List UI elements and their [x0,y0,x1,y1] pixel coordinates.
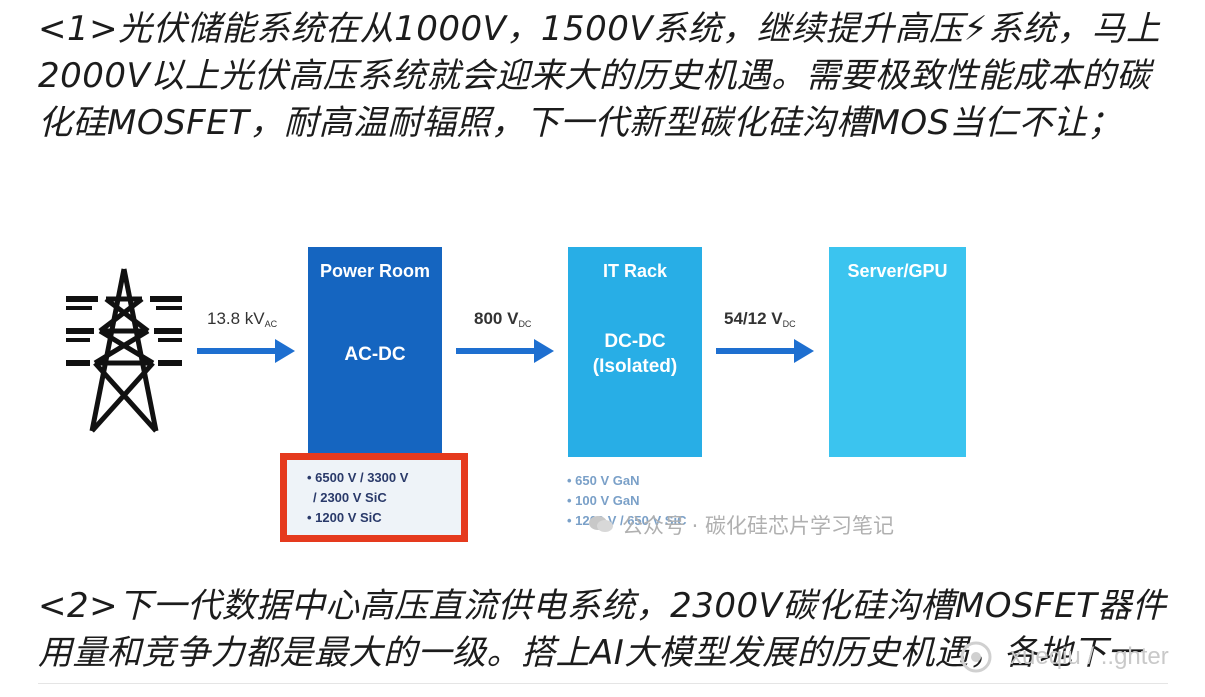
it-rack-box: IT Rack DC-DC (Isolated) [568,247,702,457]
arrow-right-icon [197,339,295,363]
paragraph-1: <1>光伏储能系统在从1000V，1500V系统，继续提升高压⚡系统，马上 20… [38,6,1178,147]
arrow-right-icon [716,339,814,363]
paragraph-1-line: 2000V以上光伏高压系统就会迎来大的历史机遇。需要极致性能成本的碳 [38,56,1151,96]
site-watermark: xueqiu / ..ghter [1010,643,1169,670]
sic-highlight-box: • 6500 V / 3300 V / 2300 V SiC • 1200 V … [280,453,468,542]
low-voltage-label: 54/12 VDC [724,309,796,329]
power-room-body: AC-DC [344,344,406,365]
power-room-title: Power Room [319,261,430,281]
dc-bus-voltage-label: 800 VDC [474,309,532,329]
paragraph-2: <2>下一代数据中心高压直流供电系统，2300V碳化硅沟槽MOSFET器件 用量… [38,583,1178,677]
server-gpu-box: Server/GPU [829,247,966,457]
paragraph-2-line: <2>下一代数据中心高压直流供电系统，2300V碳化硅沟槽MOSFET器件 [38,586,1167,626]
it-rack-title: IT Rack [602,261,668,281]
input-voltage-label: 13.8 kVAC [207,309,278,329]
power-architecture-figure: 13.8 kVAC Power Room AC-DC 800 VDC IT Ra… [40,185,1170,570]
wechat-icon [589,516,613,532]
transmission-tower-icon [66,268,182,433]
it-rack-body-line: (Isolated) [592,356,678,377]
sic-device-list: • 6500 V / 3300 V / 2300 V SiC • 1200 V … [307,468,408,528]
list-item: • 6500 V / 3300 V [307,470,409,485]
paragraph-2-line: 用量和竞争力都是最大的一级。搭上AI大模型发展的历史机遇，各地下一 [38,633,1142,673]
figure-watermark: 公众号 · 碳化硅芯片学习笔记 [622,514,895,538]
list-item: • 100 V GaN [567,493,640,508]
server-gpu-title: Server/GPU [847,261,948,281]
list-item: • 650 V GaN [567,473,640,488]
paragraph-1-line: <1>光伏储能系统在从1000V，1500V系统，继续提升高压⚡系统，马上 [38,9,1161,49]
divider [38,683,1168,684]
list-item: / 2300 V SiC [313,490,387,505]
it-rack-body: DC-DC (Isolated) [568,329,702,379]
xueqiu-logo-icon [960,641,992,673]
paragraph-1-line: 化硅MOSFET，耐高温耐辐照，下一代新型碳化硅沟槽MOS当仁不让； [38,103,1123,143]
list-item: • 1200 V SiC [307,510,382,525]
power-room-box: Power Room AC-DC [308,247,442,454]
arrow-right-icon [456,339,554,363]
it-rack-body-line: DC-DC [604,331,666,352]
